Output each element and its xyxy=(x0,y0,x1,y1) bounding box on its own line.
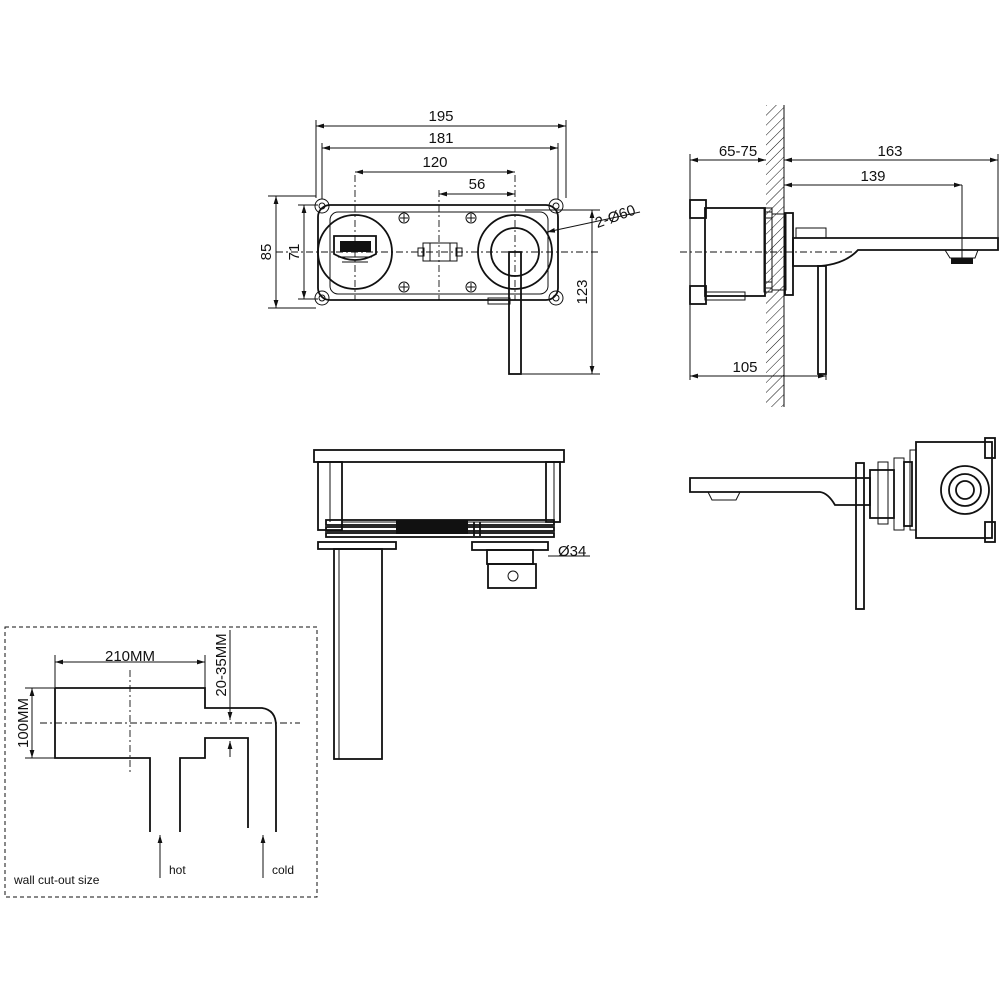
screw-icon xyxy=(398,212,477,293)
dim-handle-drop: 123 xyxy=(574,279,591,304)
wall-cutout-diagram: 210MM 100MM 20-35MM hot cold wall cut-ou… xyxy=(4,626,318,898)
dim-spout-reach: 163 xyxy=(877,143,902,160)
side-view: 65-75 163 139 105 xyxy=(680,105,999,407)
dim-overall-width: 195 xyxy=(428,108,453,125)
dim-wall-depth: 65-75 xyxy=(719,143,757,160)
dim-plate-width: 181 xyxy=(428,130,453,147)
cutout-title: wall cut-out size xyxy=(13,873,100,887)
dim-center-distance: 120 xyxy=(422,154,447,171)
dim-cutout-width: 210MM xyxy=(105,648,155,665)
label-hot: hot xyxy=(169,863,186,877)
dim-outlet-diameter: 2-Ø60 xyxy=(593,202,638,232)
center-connector xyxy=(417,242,463,262)
front-view: 195 181 120 56 85 71 2-Ø60 123 xyxy=(258,108,641,375)
spout-pipe xyxy=(317,541,397,760)
lever-handle xyxy=(817,265,827,375)
dim-outlet-reach: 139 xyxy=(860,168,885,185)
spout xyxy=(792,227,999,267)
dim-plate-height: 71 xyxy=(286,244,303,261)
dim-handle-reach: 105 xyxy=(732,359,757,376)
dim-overall-height: 85 xyxy=(258,244,275,261)
handle-connector xyxy=(471,541,549,589)
wall-section xyxy=(766,105,784,407)
dim-connector-diameter: Ø34 xyxy=(558,543,586,560)
rear-view xyxy=(689,437,996,610)
dim-half-center: 56 xyxy=(469,176,486,193)
dim-cutout-height: 100MM xyxy=(15,698,32,748)
dim-cutout-depth: 20-35MM xyxy=(213,633,230,696)
label-cold: cold xyxy=(272,863,294,877)
bottom-view: Ø34 xyxy=(313,449,590,760)
